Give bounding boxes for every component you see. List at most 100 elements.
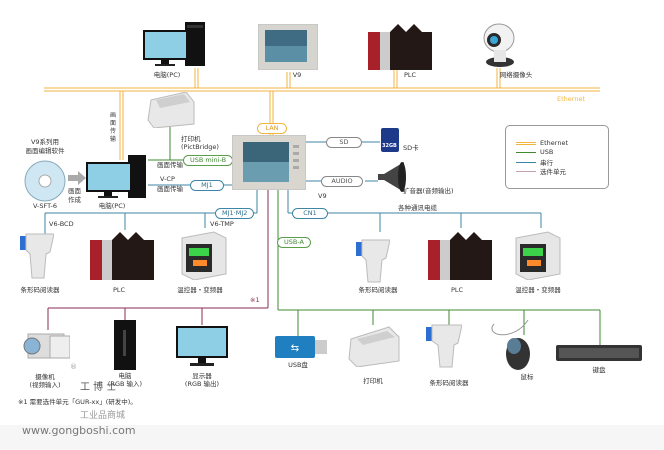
printer-usb <box>347 325 401 368</box>
legend: Ethernet USB 串行 选件单元 <box>505 125 609 189</box>
port-usb-a: USB-A <box>277 237 311 248</box>
cable-label: 各种通讯电缆 <box>398 204 437 212</box>
keyboard-icon <box>556 345 642 361</box>
mouse-icon <box>491 319 530 370</box>
plc-icon <box>368 24 432 70</box>
sd-label: SD卡 <box>403 144 419 152</box>
video-camera <box>20 328 71 368</box>
pc-left <box>86 155 148 200</box>
webcam-icon <box>483 23 515 67</box>
cd-icon <box>24 160 66 202</box>
port-usb-mini-b: USB mini-B <box>183 155 234 166</box>
footer-band <box>0 425 664 450</box>
temp-controller-right <box>512 230 562 281</box>
port-audio: AUDIO <box>321 176 363 187</box>
option-unit-lines <box>47 190 269 330</box>
v6-tmp-label: V6-TMP <box>210 220 234 228</box>
plc-top-label: PLC <box>403 71 417 79</box>
v6-bcd-label: V6-BCD <box>49 220 74 228</box>
pc-tower-icon <box>114 320 136 370</box>
vcp-label: V-CP <box>160 175 175 183</box>
plc-top <box>368 24 432 70</box>
pc-top-label: 电脑(PC) <box>153 71 181 79</box>
watermark-url: www.gongboshi.com <box>22 424 136 437</box>
mouse <box>484 316 538 370</box>
arrow-icon <box>68 171 86 185</box>
keyboard <box>556 341 642 363</box>
plc-left <box>90 232 154 280</box>
legend-option: 选件单元 <box>516 166 566 176</box>
plc-right <box>428 232 492 280</box>
speaker-label: 扩音器(音频输出) <box>403 187 454 195</box>
barcode-reader-icon <box>356 239 391 283</box>
plc-icon <box>90 232 154 280</box>
port-cn1: CN1 <box>292 208 328 219</box>
hmi-icon <box>231 134 307 191</box>
plc-icon <box>428 232 492 280</box>
printer-pictbridge-label: (PictBridge) <box>181 143 219 151</box>
software-name: V-SFT-6 <box>32 202 58 210</box>
barcode-reader-left <box>20 232 55 282</box>
option-marker: ※1 <box>250 296 260 304</box>
webcam-top <box>482 22 518 68</box>
mouse-label: 鼠标 <box>520 373 534 381</box>
watermark-brand: 工 博 士 <box>80 382 117 393</box>
pc-rgb-sublabel: (RGB 输入) <box>107 380 143 388</box>
speaker-icon <box>378 162 406 192</box>
video-camera-icon <box>23 333 71 359</box>
port-lan: LAN <box>257 123 287 134</box>
vertical-transfer-label: 画面传输 <box>110 112 117 143</box>
mj-transfer-label: 画面传输 <box>157 185 183 193</box>
v9-top-label: V9 <box>292 71 302 79</box>
temp-controller-left <box>178 230 228 281</box>
pc-icon <box>86 155 146 198</box>
ethernet-bus-label: Ethernet <box>557 95 585 103</box>
monitor-sublabel: (RGB 输出) <box>184 380 220 388</box>
registered-mark: ® <box>70 363 77 371</box>
serial-lines <box>44 141 542 235</box>
svg-text:⇆: ⇆ <box>291 343 299 354</box>
plc-left-label: PLC <box>112 286 126 294</box>
hmi-icon <box>257 23 319 71</box>
port-mj1-mj2: MJ1·MJ2 <box>215 208 255 219</box>
video-camera-label: 摄像机 <box>35 373 55 381</box>
barcode-reader-usb <box>426 323 463 373</box>
speaker <box>376 160 406 194</box>
v9-hmi <box>231 134 307 191</box>
barcode-reader-right <box>356 238 391 286</box>
printer-label: 打印机 <box>181 135 201 143</box>
port-sd: SD <box>326 137 362 148</box>
pc-icon <box>143 22 205 66</box>
usb-drive-label: USB盘 <box>288 361 308 369</box>
monitor-label: 显示器 <box>192 372 212 380</box>
barcode-reader-right-label: 条形码阅读器 <box>358 286 398 294</box>
monitor <box>176 326 228 368</box>
software-cd <box>24 160 66 202</box>
arrow-label-2: 作成 <box>68 196 81 204</box>
printer-pictbridge <box>146 91 196 129</box>
temp-controller-left-label: 温控器・变频器 <box>177 286 223 294</box>
printer-icon <box>348 326 400 368</box>
barcode-reader-left-label: 条形码阅读器 <box>20 286 60 294</box>
sd-card: 32GB <box>381 128 399 152</box>
legend-usb: USB <box>516 148 553 156</box>
software-subtitle: 画面编辑软件 <box>25 147 65 155</box>
usb-transfer-label: 画面传输 <box>157 161 183 169</box>
sd-capacity: 32GB <box>382 143 397 149</box>
barcode-reader-usb-label: 条形码阅读器 <box>429 379 469 387</box>
footnote: ※1 需要选件单元「GUR-xx」(研发中)。 <box>18 398 137 406</box>
temp-controller-icon <box>515 231 561 281</box>
video-camera-sublabel: (视频输入) <box>29 381 61 389</box>
pc-rgb-label: 电脑 <box>118 372 132 380</box>
temp-controller-icon <box>181 231 227 281</box>
v9-label: V9 <box>318 192 327 200</box>
printer-usb-label: 打印机 <box>363 377 383 385</box>
usb-drive: ⇆ <box>275 336 327 358</box>
pc-left-label: 电脑(PC) <box>98 202 126 210</box>
port-mj1: MJ1 <box>190 180 224 191</box>
monitor-icon <box>176 326 228 366</box>
software-title: V9系列用 <box>30 138 60 146</box>
keyboard-label: 键盘 <box>592 366 606 374</box>
watermark-subtitle: 工业品商城 <box>80 411 126 421</box>
